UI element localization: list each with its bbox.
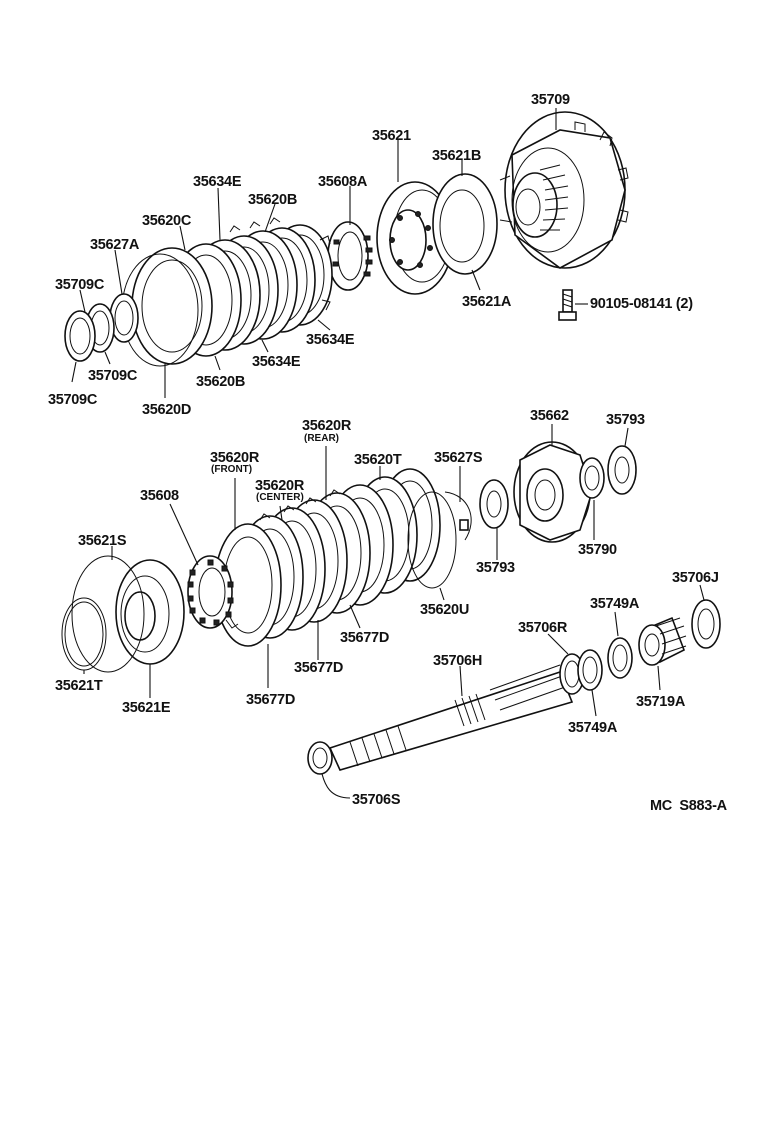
label-35620U: 35620U: [420, 602, 469, 618]
diagram-code: MC S883-A: [650, 798, 728, 814]
label-35620R-front: 35620R: [210, 450, 260, 466]
part-35709C-rings[interactable]: [64, 303, 115, 362]
part-35790-bearing[interactable]: [579, 457, 605, 499]
label-35621E: 35621E: [122, 700, 171, 716]
label-35709: 35709: [531, 92, 570, 108]
label-35608A: 35608A: [318, 174, 368, 190]
part-35621S-seal[interactable]: [71, 555, 145, 673]
label-35620B-bottom: 35620B: [196, 374, 245, 390]
part-35749A-ring-top[interactable]: [607, 637, 633, 679]
label-35677D-bottom: 35677D: [246, 692, 295, 708]
leader-lines: [71, 108, 705, 799]
label-35621B: 35621B: [432, 148, 481, 164]
label-35621S: 35621S: [78, 533, 127, 549]
label-35634E-right: 35634E: [306, 332, 355, 348]
label-35621A: 35621A: [462, 294, 512, 310]
label-35620R-center: 35620R: [255, 478, 305, 494]
part-35793-washer-right[interactable]: [607, 445, 637, 495]
label-35620C: 35620C: [142, 213, 192, 229]
label-35634E-bottom: 35634E: [252, 354, 301, 370]
label-35709C-top: 35709C: [55, 277, 105, 293]
part-lower-clutch-plates[interactable]: [214, 468, 441, 647]
label-35620R-rear-sub: (REAR): [304, 433, 339, 444]
part-35706H-shaft[interactable]: [307, 664, 574, 775]
label-35677D-mid: 35677D: [294, 660, 343, 676]
label-35662: 35662: [530, 408, 569, 424]
label-35627S: 35627S: [434, 450, 483, 466]
part-35706J-bearing[interactable]: [691, 599, 721, 649]
part-35620C-flange[interactable]: [121, 247, 213, 367]
label-35620T: 35620T: [354, 452, 402, 468]
label-35793-bottom: 35793: [476, 560, 515, 576]
part-35621E-piston[interactable]: [115, 559, 185, 665]
label-35706J: 35706J: [672, 570, 719, 586]
label-35634E-top: 35634E: [193, 174, 242, 190]
label-35620R-front-sub: (FRONT): [211, 464, 252, 475]
part-35749A-ring-right[interactable]: [577, 649, 603, 691]
part-35608A-clutch[interactable]: [327, 221, 373, 291]
part-35662-carrier[interactable]: [513, 441, 593, 543]
label-35706H: 35706H: [433, 653, 482, 669]
label-35793-top: 35793: [606, 412, 645, 428]
label-35620D: 35620D: [142, 402, 191, 418]
label-35790: 35790: [578, 542, 617, 558]
label-35749A-bottom: 35749A: [568, 720, 618, 736]
part-35719A-gear[interactable]: [638, 616, 687, 666]
label-35620R-rear: 35620R: [302, 418, 352, 434]
part-35793-washer-left[interactable]: [479, 479, 509, 529]
label-35620R-center-sub: (CENTER): [256, 492, 304, 503]
label-35621T: 35621T: [55, 678, 103, 694]
label-90105-08141: 90105-08141 (2): [590, 296, 693, 312]
label-35706R: 35706R: [518, 620, 568, 636]
part-35620U-snap-ring[interactable]: [407, 491, 457, 589]
part-90105-08141-bolt[interactable]: [558, 289, 577, 321]
part-35627S-snap-ring[interactable]: [444, 491, 472, 541]
part-35621B-seal[interactable]: [432, 173, 498, 275]
part-35621T-seal[interactable]: [61, 597, 107, 671]
label-35621: 35621: [372, 128, 411, 144]
label-35719A: 35719A: [636, 694, 686, 710]
part-35709-drum[interactable]: [499, 111, 629, 269]
label-35608: 35608: [140, 488, 179, 504]
label-35749A-top: 35749A: [590, 596, 640, 612]
label-35709C-mid: 35709C: [88, 368, 138, 384]
label-35677D-right: 35677D: [340, 630, 389, 646]
part-35608-clutch[interactable]: [187, 555, 234, 629]
label-35709C-bottom: 35709C: [48, 392, 98, 408]
label-35627A: 35627A: [90, 237, 140, 253]
label-35706S: 35706S: [352, 792, 401, 808]
label-35620B-top: 35620B: [248, 192, 297, 208]
